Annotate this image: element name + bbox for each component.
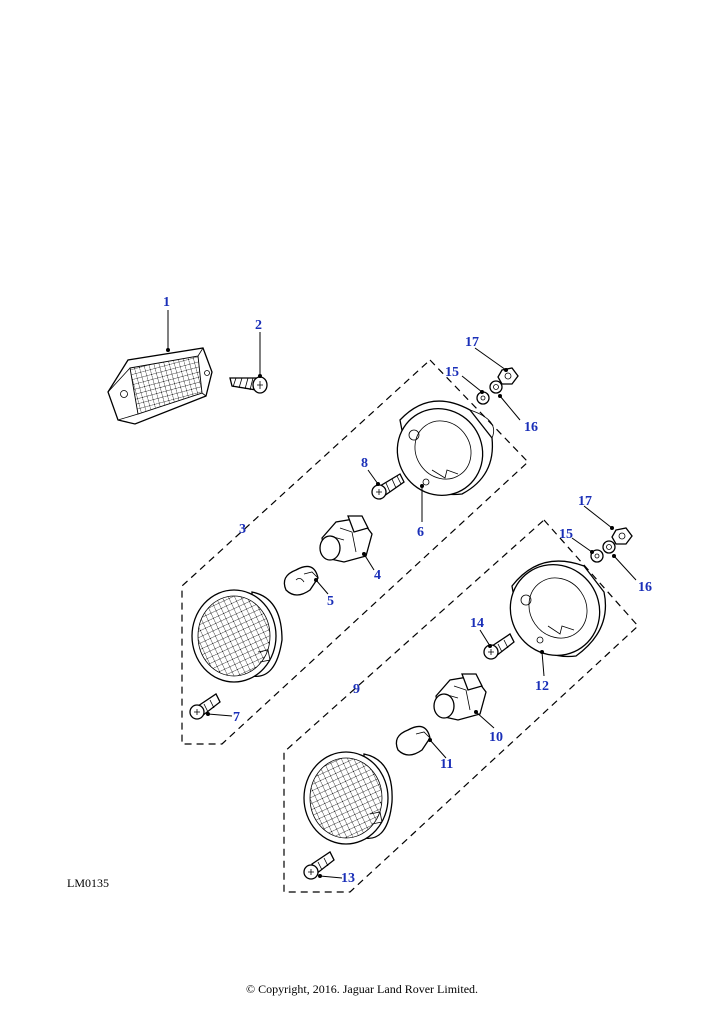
lens-lower [303,751,393,845]
copyright-notice: © Copyright, 2016. Jaguar Land Rover Lim… [245,982,479,996]
housing-screw-lower [483,633,515,660]
side-reflector [107,347,213,425]
callout-16b[interactable]: 16 [638,580,652,595]
callout-17[interactable]: 17 [465,335,479,350]
callout-15b[interactable]: 15 [559,527,573,542]
reflector-screw [229,376,268,394]
callout-9[interactable]: 9 [353,682,360,697]
callout-13[interactable]: 13 [341,871,355,886]
assembly-9-outline [283,519,639,893]
lens-screw-upper [189,693,221,720]
lens-screw-lower [303,851,335,880]
callout-10[interactable]: 10 [489,730,503,745]
lamp-housing-lower [509,560,607,658]
callout-2[interactable]: 2 [255,318,262,333]
assembly-3-outline [181,359,529,745]
callout-6[interactable]: 6 [417,525,424,540]
callout-3[interactable]: 3 [239,522,246,537]
callout-5[interactable]: 5 [327,594,334,609]
nut-washers-lower [590,527,633,563]
figure-code: LM0135 [67,876,109,890]
callout-17b[interactable]: 17 [578,494,592,509]
callout-12[interactable]: 12 [535,679,549,694]
callout-11[interactable]: 11 [440,757,453,772]
callout-8[interactable]: 8 [361,456,368,471]
callouts: 1 2 3 4 5 6 7 8 9 10 11 12 13 14 15 16 1… [163,295,652,886]
callout-1[interactable]: 1 [163,295,170,310]
callout-15[interactable]: 15 [445,365,459,380]
callout-4[interactable]: 4 [374,568,381,583]
callout-16[interactable]: 16 [524,420,538,435]
bulb-lower [395,725,431,756]
nut-washers-upper [476,367,519,405]
lens-upper [191,589,283,683]
bulb-holder-upper [319,515,373,563]
housing-screw-upper [371,473,405,500]
lamp-housing-upper [396,400,495,497]
leader-lines [166,310,637,879]
bulb-holder-lower [433,673,487,721]
callout-14[interactable]: 14 [470,616,484,631]
callout-7[interactable]: 7 [233,710,240,725]
bulb-upper [283,565,319,596]
